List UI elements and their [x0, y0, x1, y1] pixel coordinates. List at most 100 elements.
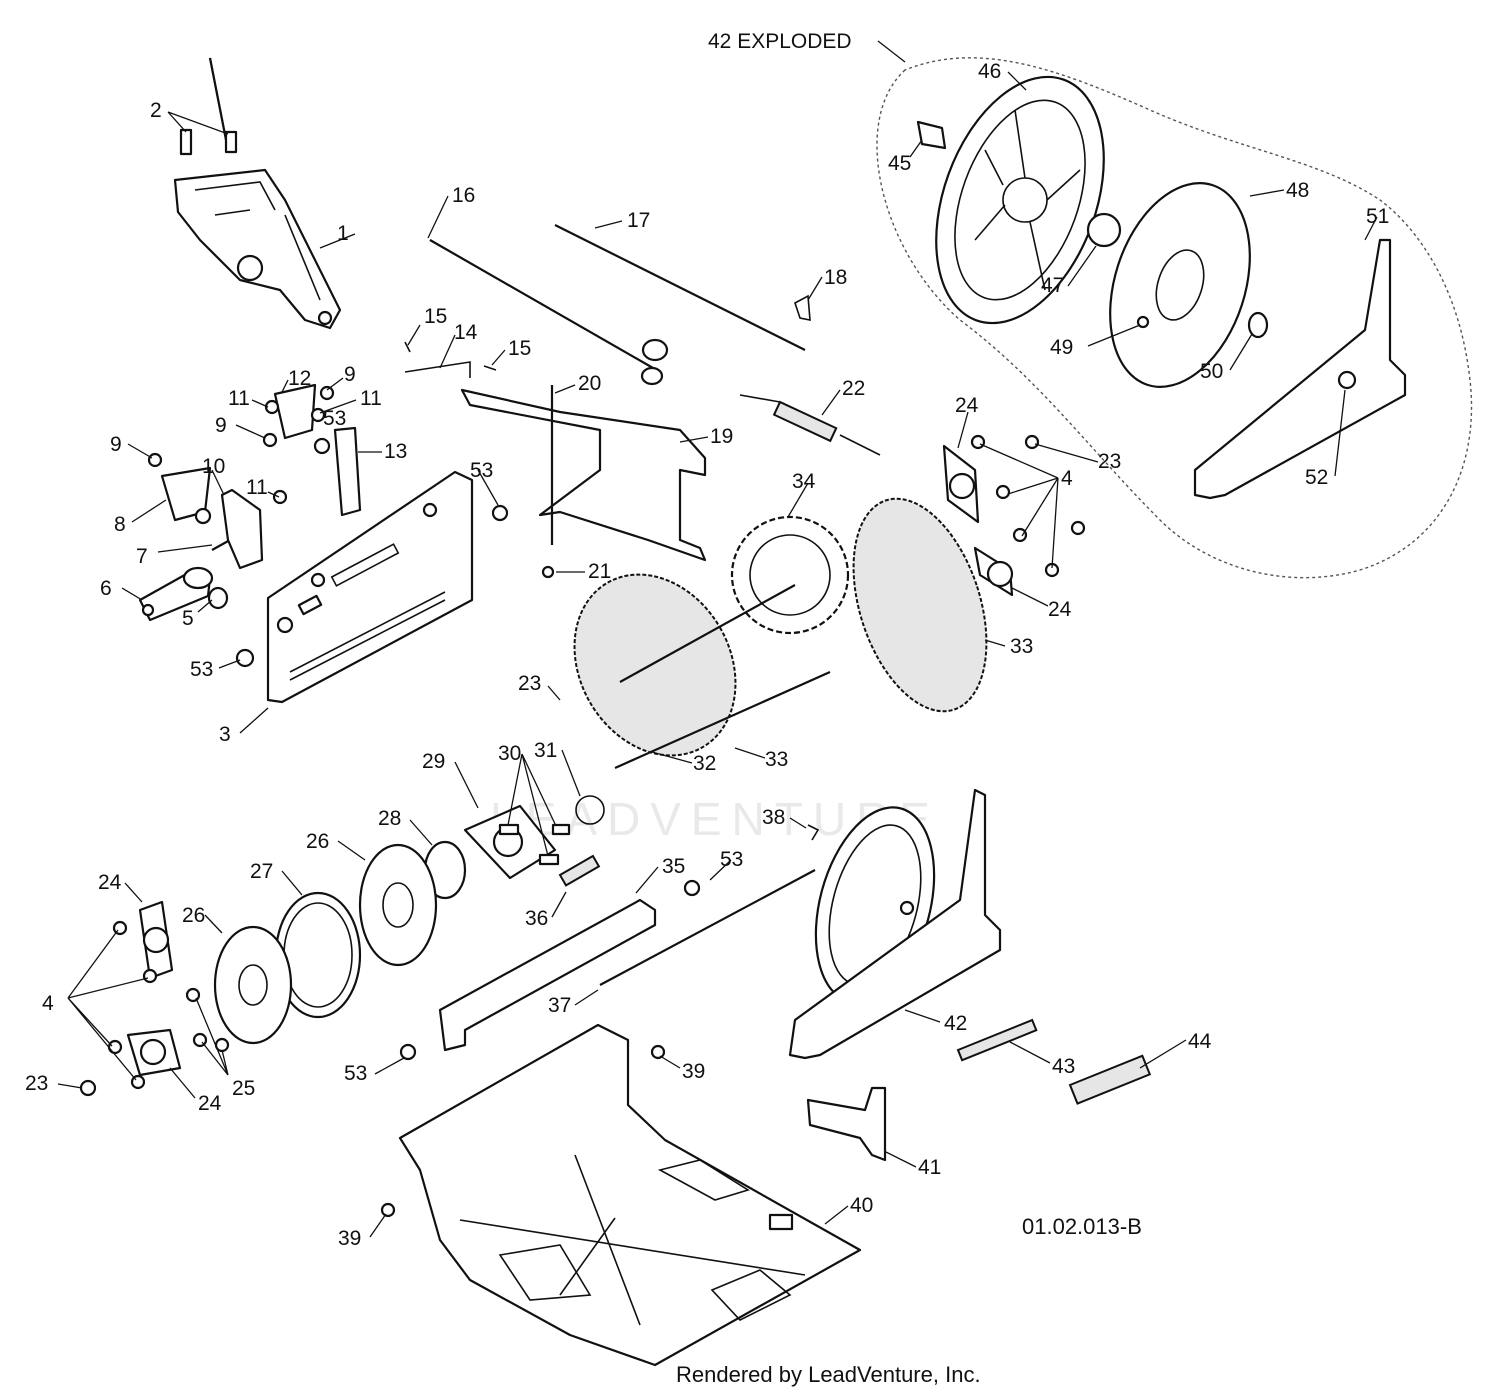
callout-labels: 1 2 3 4 4 5 6 7 8 9 9 9 10 11 11 11 12 1… [25, 60, 1389, 1250]
callout: 44 [1188, 1030, 1212, 1053]
part-12-plate [273, 383, 317, 440]
callout: 28 [378, 807, 401, 830]
render-credit: Rendered by LeadVenture, Inc. [676, 1362, 981, 1387]
callout: 15 [424, 305, 447, 328]
callout: 14 [454, 321, 478, 344]
callout: 50 [1200, 360, 1223, 383]
callout: 52 [1305, 466, 1328, 489]
part-22-spring [739, 394, 881, 456]
part-34-sprocket-hub [749, 534, 831, 616]
callout: 43 [1052, 1055, 1075, 1078]
callout: 26 [182, 904, 205, 927]
part-7-pin [211, 539, 231, 551]
callout: 41 [918, 1156, 941, 1179]
part-35-bar [438, 898, 657, 1052]
part-52-nut [1337, 370, 1357, 390]
part-6-arm [138, 566, 214, 622]
part-26-disc-lower [213, 925, 293, 1045]
callout: 33 [765, 748, 788, 771]
callout: 24 [1048, 598, 1072, 621]
callout: 42 [944, 1012, 967, 1035]
part-36-spring [558, 854, 601, 887]
callout: 53 [470, 459, 493, 482]
callout: 46 [978, 60, 1001, 83]
part-39-screw-lower [380, 1202, 396, 1218]
part-16-shaft [429, 239, 669, 386]
part-15-pin-a [404, 341, 411, 353]
callout: 30 [498, 742, 521, 765]
part-45-bolt [916, 120, 947, 150]
bearing-flange-right-lower [973, 546, 1014, 597]
part-33-chain-right [852, 497, 988, 713]
part-32-shaft [614, 670, 831, 770]
callout: 23 [1098, 450, 1121, 473]
part-2-screws [179, 128, 238, 156]
bearing-flange-right-upper [942, 444, 980, 524]
part-26-disc-upper [358, 843, 438, 967]
callout: 17 [627, 209, 650, 232]
part-17-rod [554, 224, 806, 351]
callout: 39 [338, 1227, 361, 1250]
callout: 48 [1286, 179, 1309, 202]
callout: 4 [42, 992, 54, 1015]
callout: 8 [114, 513, 126, 536]
part-30-bolts [498, 823, 571, 866]
part-13-bracket [333, 426, 362, 517]
axle-shaft-upper [619, 584, 796, 683]
part-47-bearing [1086, 212, 1122, 248]
part-42-pulley-bracket [788, 788, 1002, 1060]
callout: 47 [1041, 274, 1064, 297]
callout: 51 [1366, 205, 1389, 228]
callout: 20 [578, 372, 601, 395]
callout: 49 [1050, 336, 1073, 359]
callout: 13 [384, 440, 407, 463]
callout: 35 [662, 855, 685, 878]
callout: 16 [452, 184, 475, 207]
callout: 11 [360, 387, 382, 410]
callout: 22 [842, 377, 865, 400]
part-37-rod [599, 869, 816, 986]
callout: 36 [525, 907, 548, 930]
part-51-bracket [1193, 238, 1407, 500]
callout: 38 [762, 806, 785, 829]
drawing-code: 01.02.013-B [1022, 1214, 1142, 1239]
callout: 1 [337, 222, 349, 245]
callout: 27 [250, 860, 273, 883]
callout: 19 [710, 425, 733, 448]
callout: 53 [344, 1062, 367, 1085]
callout: 11 [228, 387, 250, 410]
callout: 6 [100, 577, 112, 600]
callout: 21 [588, 560, 611, 583]
callout: 37 [548, 994, 571, 1017]
part-50-bushing [1247, 311, 1269, 339]
callout: 9 [110, 433, 122, 456]
callout: 26 [306, 830, 329, 853]
callout: 15 [508, 337, 531, 360]
part-40-cover [398, 1023, 862, 1367]
callout: 9 [344, 363, 356, 386]
part-46-wheel [935, 75, 1105, 325]
callout: 33 [1010, 635, 1033, 658]
part-3-plate [266, 470, 474, 704]
part-43-spring [956, 1018, 1038, 1062]
leader-lines [57, 40, 1378, 1238]
part-1-shift-lever [173, 57, 342, 330]
part-39-screw-upper [650, 1044, 666, 1060]
callout: 53 [323, 407, 346, 430]
part-41-bracket [806, 1086, 887, 1162]
callout: 18 [824, 266, 847, 289]
callout: 31 [534, 739, 557, 762]
part-21-clip [541, 565, 555, 579]
part-49-nut [1136, 315, 1150, 329]
bearing-flange-left-upper [138, 900, 174, 980]
callout: 5 [182, 607, 194, 630]
callout: 11 [246, 476, 268, 499]
callout: 25 [232, 1077, 255, 1100]
part-48-plate [1109, 182, 1251, 388]
part-44-spring [1068, 1054, 1152, 1105]
callout: 7 [136, 545, 148, 568]
callout: 40 [850, 1194, 873, 1217]
part-26-disc-lower-hub [238, 964, 268, 1006]
callout: 3 [219, 723, 231, 746]
